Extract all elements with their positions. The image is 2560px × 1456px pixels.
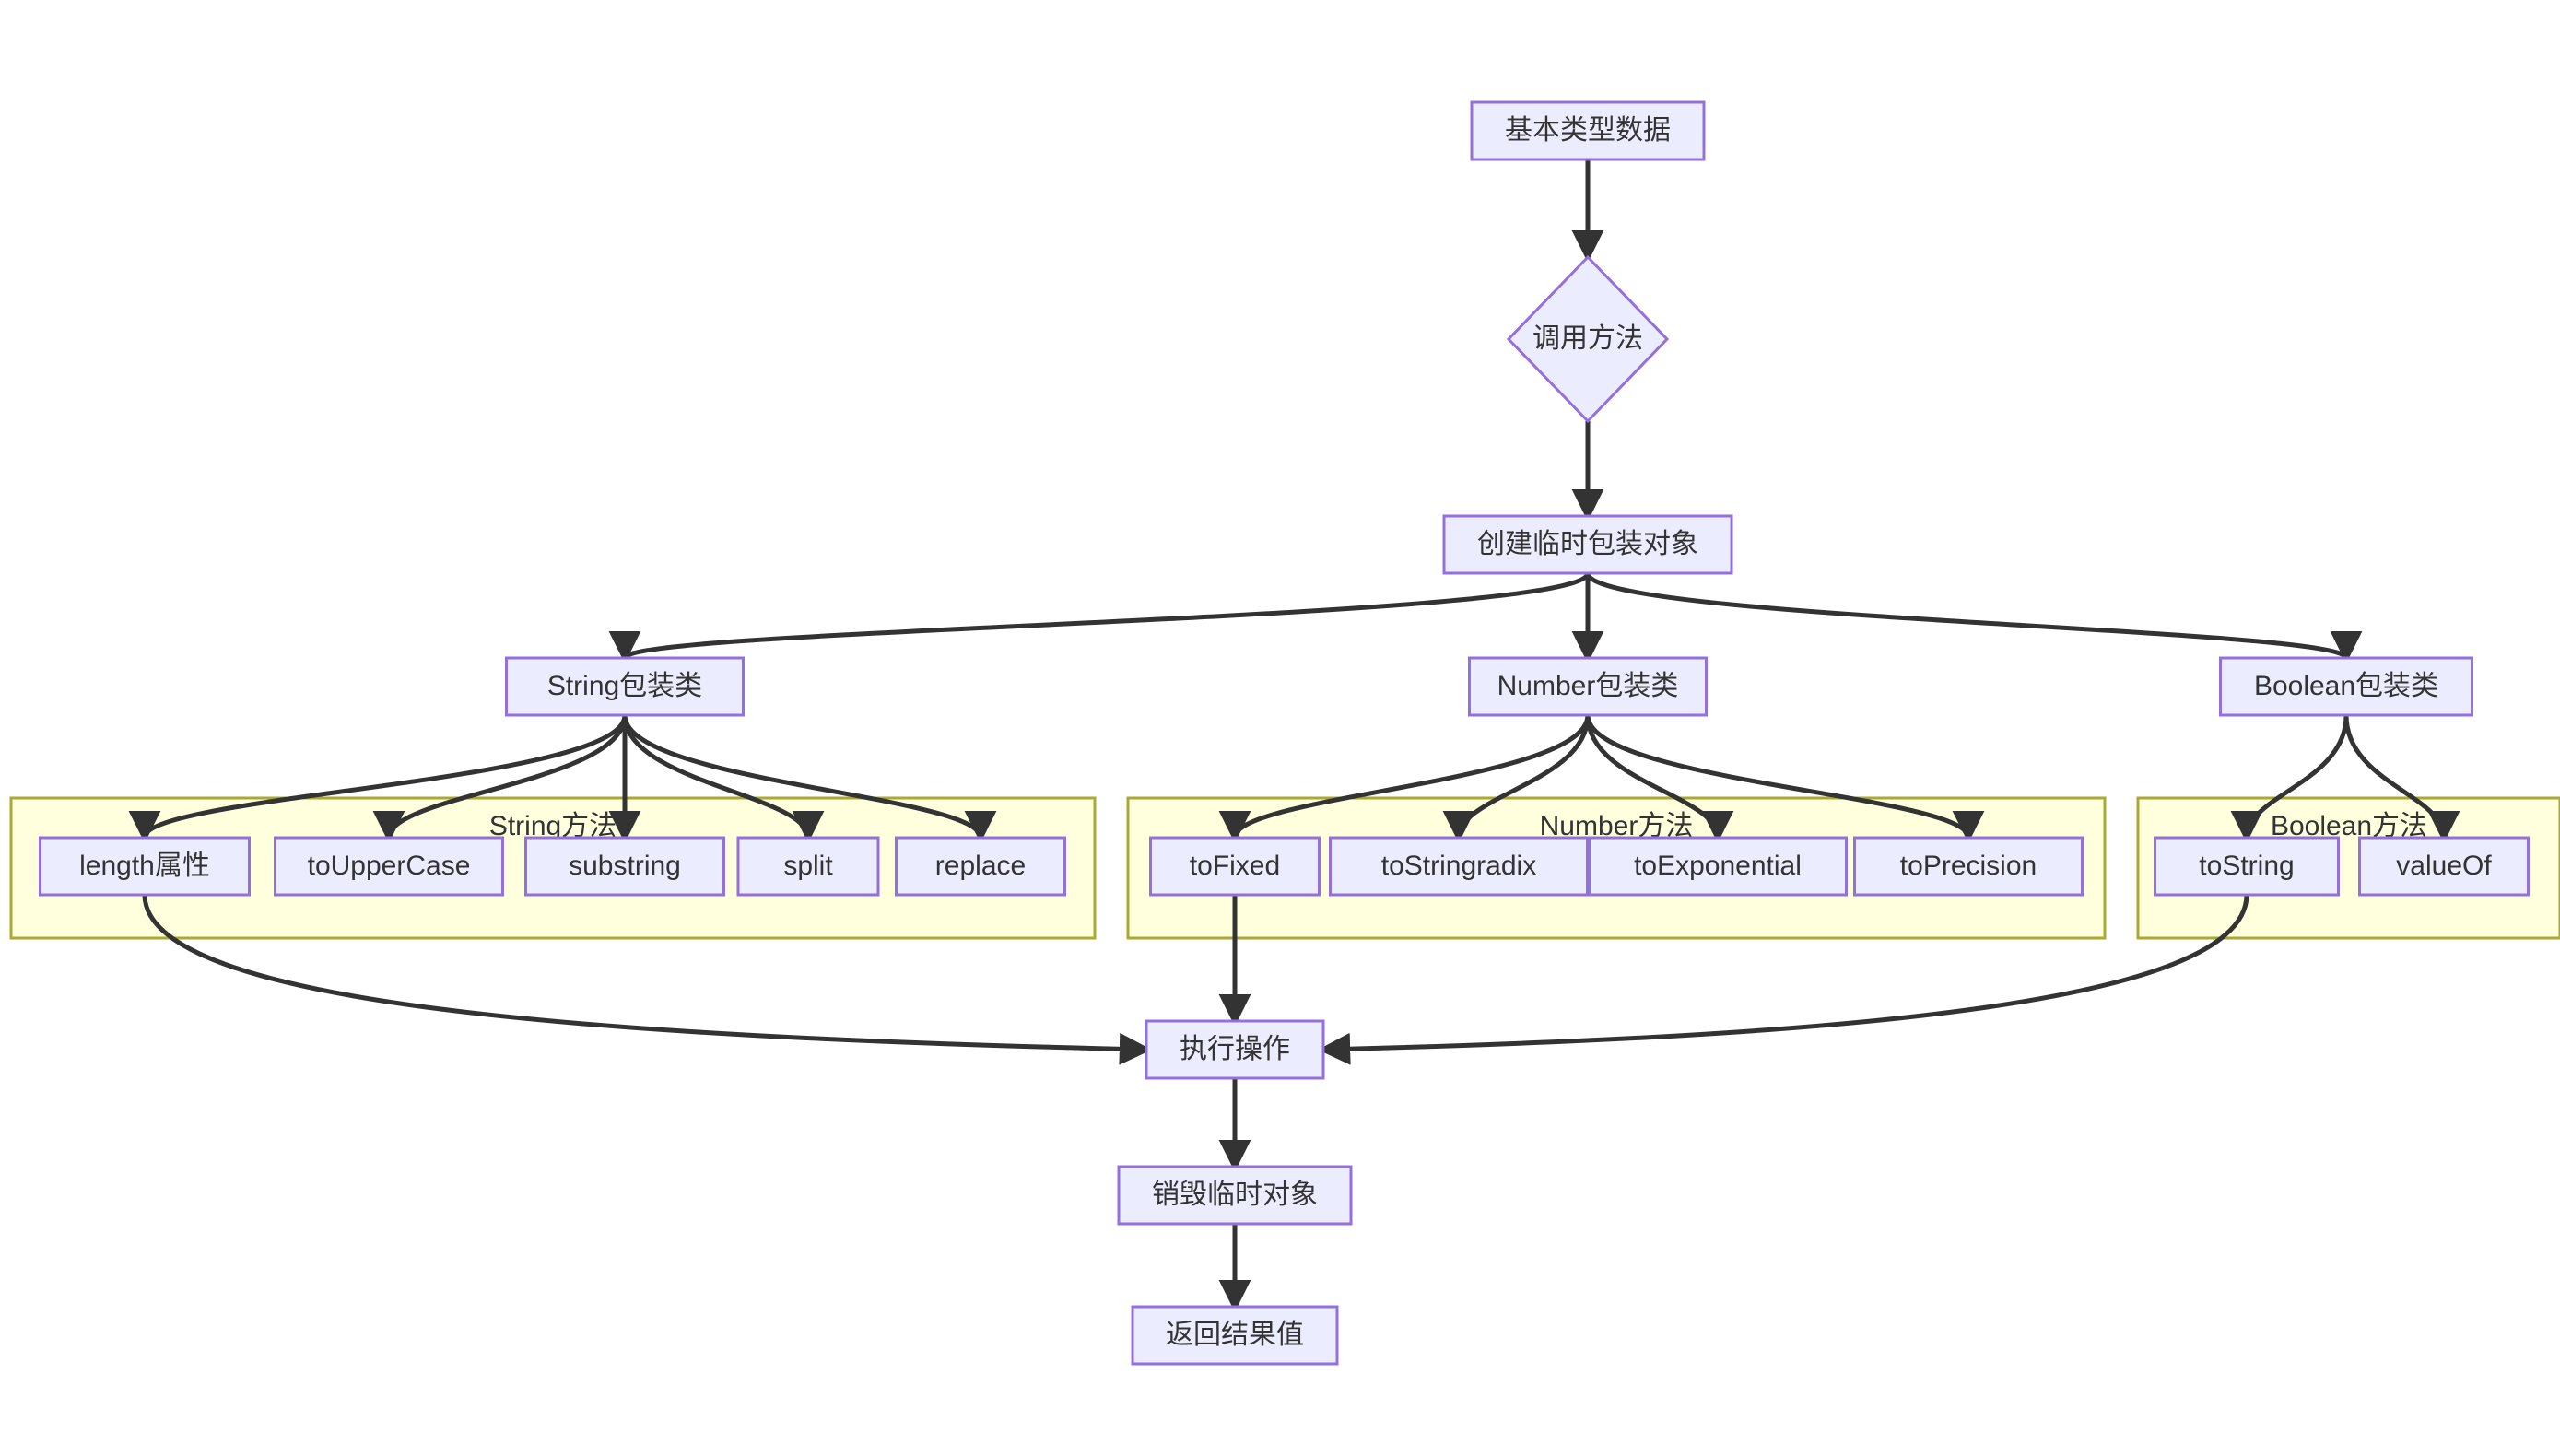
- node-replace[interactable]: replace: [895, 836, 1066, 897]
- edge-createwrap-to-stringwrap: [609, 571, 1591, 663]
- node-shape-rect[interactable]: [505, 656, 745, 717]
- node-shape-rect[interactable]: [736, 836, 880, 897]
- edge-numberwrap-to-tofixed: [1218, 714, 1591, 843]
- edge-numberwrap-to-tostringrdx: [1442, 714, 1591, 843]
- node-shape-rect[interactable]: [895, 836, 1066, 897]
- edge-createwrap-to-booleanwrap: [1585, 571, 2362, 663]
- edge-numberwrap-to-toprecision: [1585, 714, 1985, 843]
- node-valueof[interactable]: valueOf: [2358, 836, 2530, 897]
- node-label: length属性: [79, 851, 210, 881]
- edge-booleanwrap-to-tostring: [2230, 714, 2349, 843]
- node-shape-rect[interactable]: [1329, 836, 1589, 897]
- cluster-label: Boolean方法: [2271, 811, 2427, 841]
- node-label: toPrecision: [1900, 851, 2037, 881]
- node-label: 调用方法: [1532, 323, 1643, 354]
- node-shape-rect[interactable]: [1588, 836, 1848, 897]
- node-stringwrap[interactable]: String包装类: [505, 656, 745, 717]
- node-tostringrdx[interactable]: toStringradix: [1329, 836, 1589, 897]
- node-label: 返回结果值: [1166, 1320, 1304, 1350]
- node-shape-rect[interactable]: [2219, 656, 2473, 717]
- node-shape-rect[interactable]: [1149, 836, 1321, 897]
- node-touppercase[interactable]: toUpperCase: [274, 836, 504, 897]
- node-shape-rect[interactable]: [39, 836, 251, 897]
- node-toprecision[interactable]: toPrecision: [1853, 836, 2084, 897]
- edge-stringwrap-to-split: [622, 714, 825, 843]
- node-shape-rect[interactable]: [2154, 836, 2340, 897]
- node-toexp[interactable]: toExponential: [1588, 836, 1848, 897]
- node-shape-rect[interactable]: [524, 836, 725, 897]
- node-lengthprop[interactable]: length属性: [39, 836, 251, 897]
- edge-stringwrap-to-replace: [622, 714, 997, 843]
- node-label: valueOf: [2396, 851, 2492, 881]
- node-shape-rect[interactable]: [1442, 514, 1733, 575]
- node-label: toFixed: [1190, 851, 1280, 881]
- node-label: toStringradix: [1381, 851, 1536, 881]
- cluster-label: Number方法: [1540, 811, 1694, 841]
- node-substring[interactable]: substring: [524, 836, 725, 897]
- node-label: Boolean包装类: [2254, 671, 2438, 701]
- edge-lengthprop-to-execute: [142, 894, 1152, 1065]
- node-label: 执行操作: [1180, 1034, 1290, 1064]
- node-primitive[interactable]: 基本类型数据: [1470, 100, 1706, 161]
- node-label: 基本类型数据: [1505, 115, 1671, 146]
- node-label: substring: [569, 851, 681, 881]
- node-label: toString: [2199, 851, 2294, 881]
- node-shape-rect[interactable]: [1470, 100, 1706, 161]
- node-label: 销毁临时对象: [1152, 1180, 1318, 1210]
- node-shape-rect[interactable]: [1117, 1165, 1353, 1226]
- node-shape-diamond[interactable]: [1506, 254, 1670, 424]
- node-shape-rect[interactable]: [2358, 836, 2530, 897]
- node-callmethod[interactable]: 调用方法: [1506, 254, 1670, 424]
- node-shape-rect[interactable]: [1468, 656, 1708, 717]
- node-shape-rect[interactable]: [1131, 1305, 1339, 1366]
- node-split[interactable]: split: [736, 836, 880, 897]
- node-numberwrap[interactable]: Number包装类: [1468, 656, 1708, 717]
- node-execute[interactable]: 执行操作: [1145, 1019, 1325, 1080]
- node-shape-rect[interactable]: [1853, 836, 2084, 897]
- node-label: toExponential: [1634, 851, 1802, 881]
- edge-stringwrap-to-lengthprop: [128, 714, 628, 843]
- edge-numberwrap-to-toexp: [1585, 714, 1734, 843]
- node-tostring[interactable]: toString: [2154, 836, 2340, 897]
- node-label: 创建临时包装对象: [1477, 529, 1698, 559]
- edge-group: [128, 159, 2460, 1312]
- node-label: String包装类: [547, 671, 702, 701]
- node-destroy[interactable]: 销毁临时对象: [1117, 1165, 1353, 1226]
- node-label: toUpperCase: [308, 851, 471, 881]
- node-createwrap[interactable]: 创建临时包装对象: [1442, 514, 1733, 575]
- node-booleanwrap[interactable]: Boolean包装类: [2219, 656, 2473, 717]
- node-label: split: [783, 851, 833, 881]
- edge-tostring-to-execute: [1318, 894, 2249, 1065]
- edge-stringwrap-to-touppercase: [372, 714, 628, 843]
- node-shape-rect[interactable]: [1145, 1019, 1325, 1080]
- node-result[interactable]: 返回结果值: [1131, 1305, 1339, 1366]
- node-shape-rect[interactable]: [274, 836, 504, 897]
- node-tofixed[interactable]: toFixed: [1149, 836, 1321, 897]
- node-label: replace: [935, 851, 1026, 881]
- cluster-label: String方法: [489, 811, 617, 841]
- node-label: Number包装类: [1497, 671, 1679, 701]
- edge-booleanwrap-to-valueof: [2343, 714, 2460, 843]
